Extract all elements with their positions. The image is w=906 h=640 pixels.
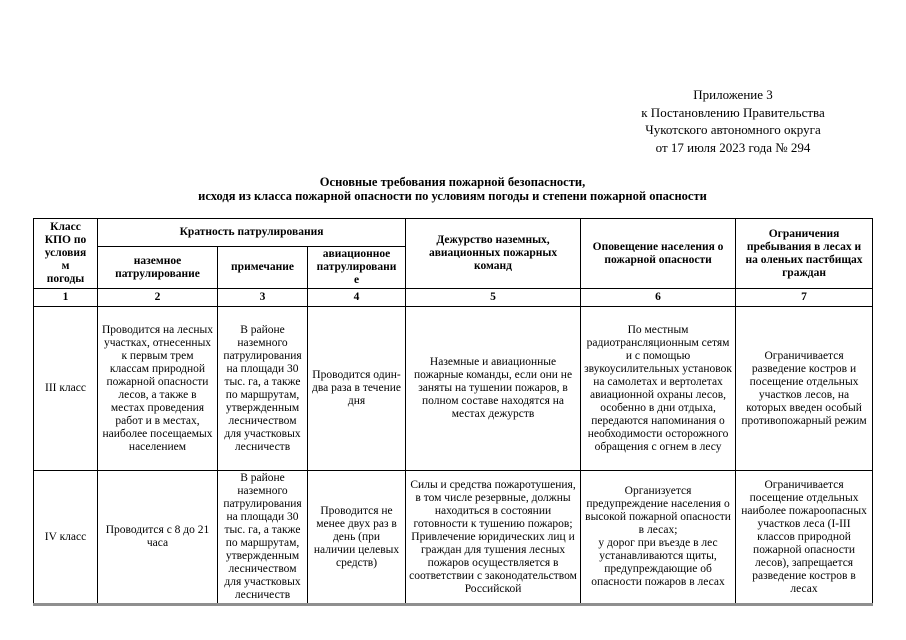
cell-fire-crews-duty: Силы и средства пожаротушения, в том чис… [405, 470, 582, 606]
column-header-ground-patrol: наземное патрулирование [97, 246, 218, 289]
column-numbers-row: 1 2 3 4 5 6 7 [33, 288, 874, 307]
appendix-header: Приложение 3 к Постановлению Правительст… [560, 86, 906, 156]
cell-forest-restrictions: Ограничивается разведение костров и посе… [735, 306, 874, 471]
cell-note: В районе наземного патрулирования на пло… [217, 306, 308, 471]
cell-class-label: III класс [33, 306, 98, 471]
column-number: 7 [735, 288, 874, 307]
cell-fire-crews-duty: Наземные и авиационные пожарные команды,… [405, 306, 582, 471]
column-number: 3 [217, 288, 308, 307]
table-row-class-3: III класс Проводится на лесных участках,… [33, 306, 874, 471]
column-header-patrol-frequency-group: Кратность патрулирования [96, 218, 407, 247]
title-line: исходя из класса пожарной опасности по у… [198, 189, 707, 203]
header-row-sub: наземное патрулирование примечание авиац… [34, 246, 873, 289]
cell-class-label: IV класс [33, 470, 98, 606]
cell-note: В районе наземного патрулирования на пло… [217, 470, 308, 606]
appendix-line: Чукотского автономного округа [645, 122, 821, 137]
header-row-group: Класс КПО по условия м погоды Кратность … [33, 218, 874, 289]
cell-aviation-patrol: Проводится не менее двух раз в день (при… [306, 470, 407, 606]
column-header-population-notification: Оповещение населения о пожарной опасност… [580, 218, 737, 289]
column-header-class-kpo: Класс КПО по условия м погоды [33, 218, 98, 289]
cell-ground-patrol: Проводится на лесных участках, отнесенны… [97, 306, 218, 471]
cell-aviation-patrol: Проводится один-два раза в течение дня [306, 306, 407, 471]
title-line: Основные требования пожарной безопасност… [319, 175, 586, 189]
column-number: 5 [405, 288, 582, 307]
cell-population-notification: По местным радиотрансляционным сетям и с… [580, 306, 737, 471]
appendix-line: Приложение 3 [693, 87, 773, 102]
column-header-forest-restrictions: Ограничения пребывания в лесах и на олен… [735, 218, 874, 289]
cell-ground-patrol: Проводится с 8 до 21 часа [97, 470, 218, 606]
fire-safety-requirements-table: Класс КПО по условия м погоды Кратность … [33, 218, 874, 606]
cell-population-notification: Организуется предупреждение населения о … [580, 470, 737, 606]
column-number: 2 [97, 288, 218, 307]
column-header-note: примечание [217, 246, 308, 289]
document-title: Основные требования пожарной безопасност… [33, 175, 872, 203]
column-header-aviation-patrol: авиационное патрулировани е [306, 246, 407, 289]
column-number: 4 [306, 288, 407, 307]
appendix-line: к Постановлению Правительства [641, 104, 825, 120]
appendix-line: от 17 июля 2023 года № 294 [655, 139, 811, 155]
column-number: 6 [580, 288, 737, 307]
column-number: 1 [33, 288, 98, 307]
column-header-fire-crews-duty: Дежурство наземных, авиационных пожарных… [405, 218, 582, 289]
table-row-class-4: IV класс Проводится с 8 до 21 часа В рай… [33, 470, 874, 606]
cell-forest-restrictions: Ограничивается посещение отдельных наибо… [735, 470, 874, 606]
